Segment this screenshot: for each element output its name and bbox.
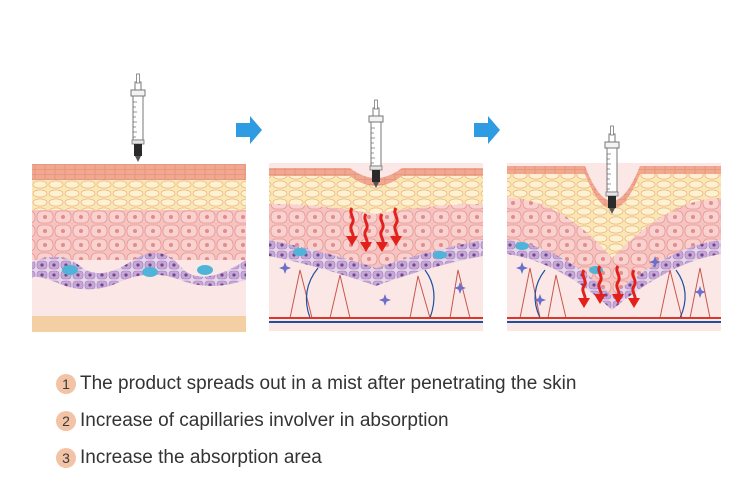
step-number-badge: 3 <box>56 448 76 468</box>
syringe-icon <box>131 74 145 162</box>
step-text: Increase the absorption area <box>80 447 322 469</box>
step-text: The product spreads out in a mist after … <box>80 373 576 395</box>
right-arrow-icon <box>474 116 500 144</box>
step-item: 1 The product spreads out in a mist afte… <box>56 372 576 396</box>
skin-panel-before <box>32 164 246 332</box>
step-number-badge: 2 <box>56 411 76 431</box>
steps-legend: 1 The product spreads out in a mist afte… <box>56 372 576 483</box>
step-text: Increase of capillaries involver in abso… <box>80 410 449 432</box>
skin-diagram <box>0 0 750 340</box>
step-item: 3 Increase the absorption area <box>56 446 576 470</box>
skin-panel-penetrating <box>269 163 483 331</box>
right-arrow-icon <box>236 116 262 144</box>
step-number-badge: 1 <box>56 374 76 394</box>
step-item: 2 Increase of capillaries involver in ab… <box>56 409 576 433</box>
